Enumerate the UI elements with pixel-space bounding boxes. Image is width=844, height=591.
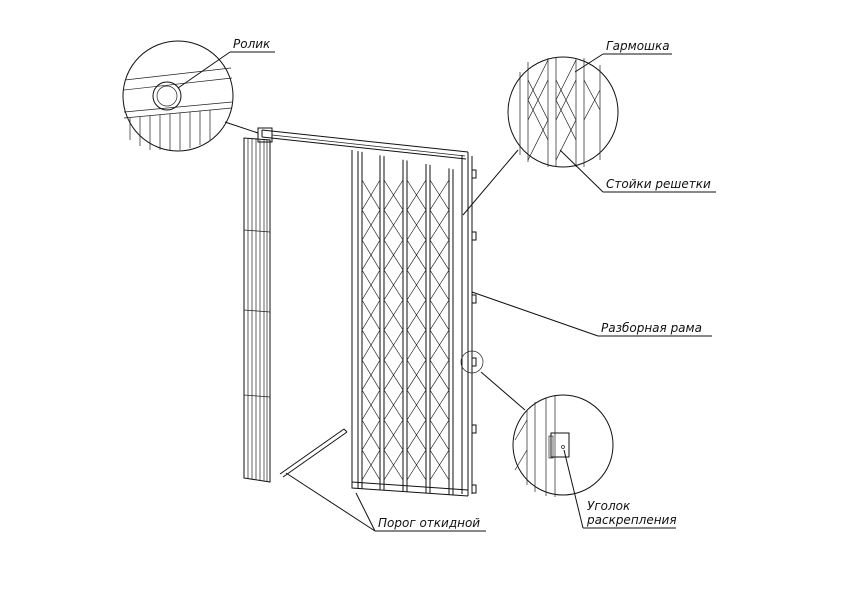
detail-marker-circle: [460, 350, 484, 374]
label-roller: Ролик: [177, 37, 275, 89]
accordion-lattice: [429, 179, 450, 481]
label-folding-threshold-text: Порог откидной: [378, 516, 480, 530]
accordion-lattice: [383, 179, 404, 481]
left-stack-post: [243, 127, 273, 483]
accordion-detail: [462, 56, 619, 216]
label-folding-threshold: Порог откидной: [285, 472, 486, 532]
roller-detail: [122, 40, 259, 152]
label-bracing-angle-text-1: Уголок: [587, 499, 631, 513]
grille-post: [402, 159, 408, 492]
grille-post: [425, 164, 431, 494]
label-collapsible-frame: Разборная рама: [471, 291, 712, 337]
label-accordion: Гармошка: [574, 39, 672, 73]
label-accordion-text: Гармошка: [606, 39, 670, 53]
label-roller-text: Ролик: [233, 37, 271, 51]
label-bracing-angle-text-2: раскрепления: [586, 513, 677, 527]
accordion-lattice: [361, 179, 381, 481]
grille-post: [379, 155, 385, 491]
label-collapsible-frame-text: Разборная рама: [601, 321, 702, 335]
grille-post: [357, 151, 363, 489]
accordion-lattice: [406, 179, 427, 481]
bracing-angle-detail: [480, 371, 614, 497]
folding-threshold: [279, 428, 348, 478]
grille-post: [448, 168, 454, 496]
label-bracing-angle: Уголок раскрепления: [563, 449, 677, 529]
label-grille-posts-text: Стойки решетки: [606, 177, 711, 191]
top-beam: [261, 129, 469, 160]
label-grille-posts: Стойки решетки: [559, 149, 716, 193]
accordion-gate: [351, 150, 469, 497]
